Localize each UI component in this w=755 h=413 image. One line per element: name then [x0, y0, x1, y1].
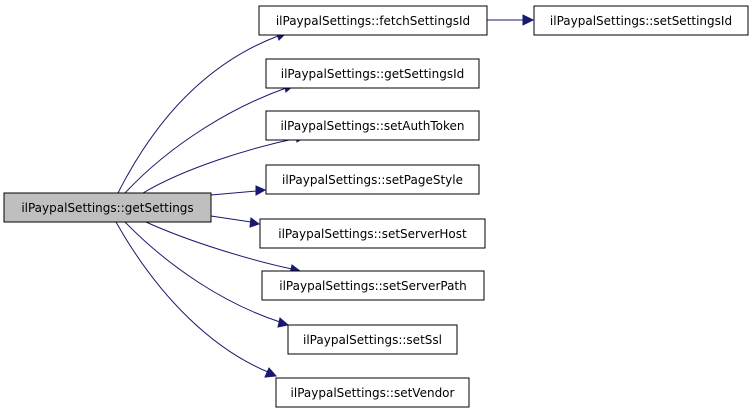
- edge-arrow-setPageStyle: [255, 185, 267, 196]
- node-label: ilPaypalSettings::setPageStyle: [282, 173, 463, 187]
- edge-arrow-setVendor: [264, 367, 278, 378]
- node-getSettingsId[interactable]: ilPaypalSettings::getSettingsId: [265, 58, 480, 89]
- node-setPageStyle[interactable]: ilPaypalSettings::setPageStyle: [265, 164, 480, 195]
- edge-getSettings-fetchSettingsId: [117, 35, 279, 194]
- node-setSsl[interactable]: ilPaypalSettings::setSsl: [287, 324, 458, 355]
- node-fetchSettingsId[interactable]: ilPaypalSettings::fetchSettingsId: [258, 5, 488, 36]
- node-setAuthToken[interactable]: ilPaypalSettings::setAuthToken: [265, 110, 480, 141]
- node-setSettingsId[interactable]: ilPaypalSettings::setSettingsId: [533, 5, 749, 36]
- edge-getSettings-setAuthToken: [142, 137, 299, 194]
- node-setVendor[interactable]: ilPaypalSettings::setVendor: [275, 377, 470, 408]
- node-label: ilPaypalSettings::getSettingsId: [281, 67, 465, 81]
- edge-getSettings-getSettingsId: [124, 87, 287, 194]
- node-label: ilPaypalSettings::setAuthToken: [280, 119, 464, 133]
- edge-getSettings-setPageStyle: [210, 190, 258, 196]
- node-label: ilPaypalSettings::setSsl: [303, 333, 442, 347]
- node-getSettings[interactable]: ilPaypalSettings::getSettings: [3, 192, 212, 223]
- node-label: ilPaypalSettings::setVendor: [291, 386, 455, 400]
- node-label: ilPaypalSettings::setSettingsId: [550, 14, 732, 28]
- node-label: ilPaypalSettings::setServerHost: [278, 227, 467, 241]
- edge-getSettings-setServerHost: [210, 215, 252, 223]
- edge-getSettings-setVendor: [115, 221, 269, 373]
- node-label: ilPaypalSettings::setServerPath: [279, 279, 466, 293]
- edge-arrow-setSettingsId: [522, 14, 535, 26]
- edge-getSettings-setServerPath: [145, 221, 293, 270]
- node-label: ilPaypalSettings::getSettings: [21, 201, 193, 215]
- edge-arrow-setServerHost: [249, 217, 261, 228]
- node-label: ilPaypalSettings::fetchSettingsId: [276, 14, 470, 28]
- node-setServerHost[interactable]: ilPaypalSettings::setServerHost: [259, 218, 486, 249]
- edge-arrow-setSsl: [277, 317, 290, 328]
- node-setServerPath[interactable]: ilPaypalSettings::setServerPath: [261, 270, 485, 301]
- edge-getSettings-setSsl: [124, 221, 281, 323]
